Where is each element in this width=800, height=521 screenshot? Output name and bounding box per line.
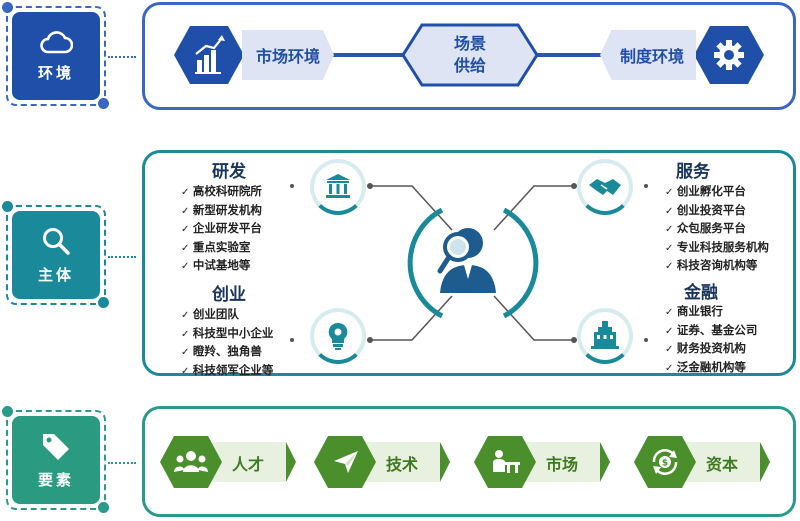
- lightbulb-gear-icon: [328, 322, 348, 350]
- env-label-scene-supply: 场景供给: [453, 34, 486, 75]
- environment-tile-frame: [6, 6, 106, 106]
- list-item: 高校科研院所: [181, 183, 262, 202]
- connector-arrow: [108, 56, 136, 58]
- category-label-environment: 环境: [37, 63, 74, 82]
- list-item: 创业孵化平台: [665, 183, 769, 202]
- element-label-technology: 技术: [386, 455, 419, 474]
- gear-icon: [694, 26, 764, 84]
- element-technology[interactable]: 技术: [312, 434, 452, 490]
- env-item-scene-supply[interactable]: 场景供给: [400, 22, 540, 88]
- corner-dot: [98, 297, 109, 308]
- growth-chart-icon: [174, 26, 244, 84]
- market-stall-icon: [493, 450, 520, 473]
- list-item: 瞪羚、独角兽: [181, 343, 273, 362]
- service-title: 服务: [676, 162, 710, 182]
- element-capital[interactable]: $ 资本: [632, 434, 772, 490]
- institution-icon: [326, 174, 350, 198]
- connector-arrow: [108, 462, 136, 464]
- list-item: 众包服务平台: [665, 220, 769, 239]
- subject-connectors: [290, 183, 648, 343]
- category-tile-elements[interactable]: 要素: [12, 416, 100, 504]
- list-item: 商业银行: [665, 303, 757, 322]
- list-item: 企业研发平台: [181, 220, 262, 239]
- research-icon-ring[interactable]: [310, 159, 366, 215]
- list-item: 创业团队: [181, 306, 273, 325]
- list-item: 科技咨询机构等: [665, 257, 769, 276]
- element-label-market: 市场: [546, 455, 579, 474]
- env-item-institution[interactable]: 制度环境: [600, 24, 766, 86]
- connector-arrow: [108, 256, 136, 258]
- startup-list: 创业团队 科技型中小企业 瞪羚、独角兽 科技领军企业等: [181, 306, 274, 381]
- finance-icon-ring[interactable]: [577, 308, 633, 364]
- category-label-subject: 主体: [37, 265, 74, 284]
- handshake-icon: [589, 179, 621, 195]
- list-item: 重点实验室: [181, 239, 262, 258]
- list-item: 证券、基金公司: [665, 322, 758, 341]
- element-shape: [160, 436, 296, 488]
- list-item: 中试基地等: [181, 257, 262, 276]
- env-label-market: 市场环境: [242, 30, 334, 80]
- elements-tile-frame: [6, 410, 106, 510]
- research-title: 研发: [212, 162, 246, 182]
- corner-dot: [2, 2, 13, 13]
- search-icon: [43, 227, 70, 255]
- startup-icon-ring[interactable]: [310, 308, 366, 364]
- corner-dot: [98, 502, 109, 513]
- category-tile-environment[interactable]: 环境: [12, 12, 100, 100]
- corner-dot: [2, 201, 13, 212]
- money-cycle-icon: $: [652, 449, 678, 475]
- startup-title: 创业: [212, 285, 246, 305]
- person-magnifier-icon: [437, 228, 496, 293]
- scene-supply-shape: [401, 23, 539, 87]
- env-item-market[interactable]: 市场环境: [172, 24, 334, 86]
- element-label-capital: 资本: [706, 455, 739, 474]
- tag-icon: [43, 433, 69, 460]
- subject-tile-frame: [6, 205, 106, 305]
- paper-plane-icon: [334, 451, 358, 473]
- research-list: 高校科研院所 新型研发机构 企业研发平台 重点实验室 中试基地等: [181, 183, 262, 276]
- element-market[interactable]: 市场: [472, 434, 612, 490]
- category-label-elements: 要素: [37, 470, 74, 489]
- service-list: 创业孵化平台 创业投资平台 众包服务平台 专业科技服务机构 科技咨询机构等: [665, 183, 769, 276]
- env-label-institution: 制度环境: [600, 30, 696, 80]
- finance-list: 商业银行 证券、基金公司 财务投资机构 泛金融机构等: [665, 303, 758, 378]
- cloud-icon: [40, 30, 73, 53]
- list-item: 泛金融机构等: [665, 359, 757, 378]
- bank-building-icon: [591, 321, 619, 349]
- list-item: 新型研发机构: [181, 202, 262, 221]
- corner-dot: [2, 406, 13, 417]
- list-item: 创业投资平台: [665, 202, 769, 221]
- list-item: 科技领军企业等: [181, 362, 274, 381]
- list-item: 财务投资机构: [665, 340, 757, 359]
- people-icon: [174, 451, 208, 472]
- element-talent[interactable]: 人才: [158, 434, 298, 490]
- svg-text:$: $: [662, 459, 668, 469]
- list-item: 专业科技服务机构: [665, 239, 769, 258]
- list-item: 科技型中小企业: [181, 325, 274, 344]
- finance-title: 金融: [684, 283, 718, 303]
- element-label-talent: 人才: [232, 455, 265, 474]
- category-tile-subject[interactable]: 主体: [12, 211, 100, 299]
- service-icon-ring[interactable]: [577, 159, 633, 215]
- corner-dot: [98, 98, 109, 109]
